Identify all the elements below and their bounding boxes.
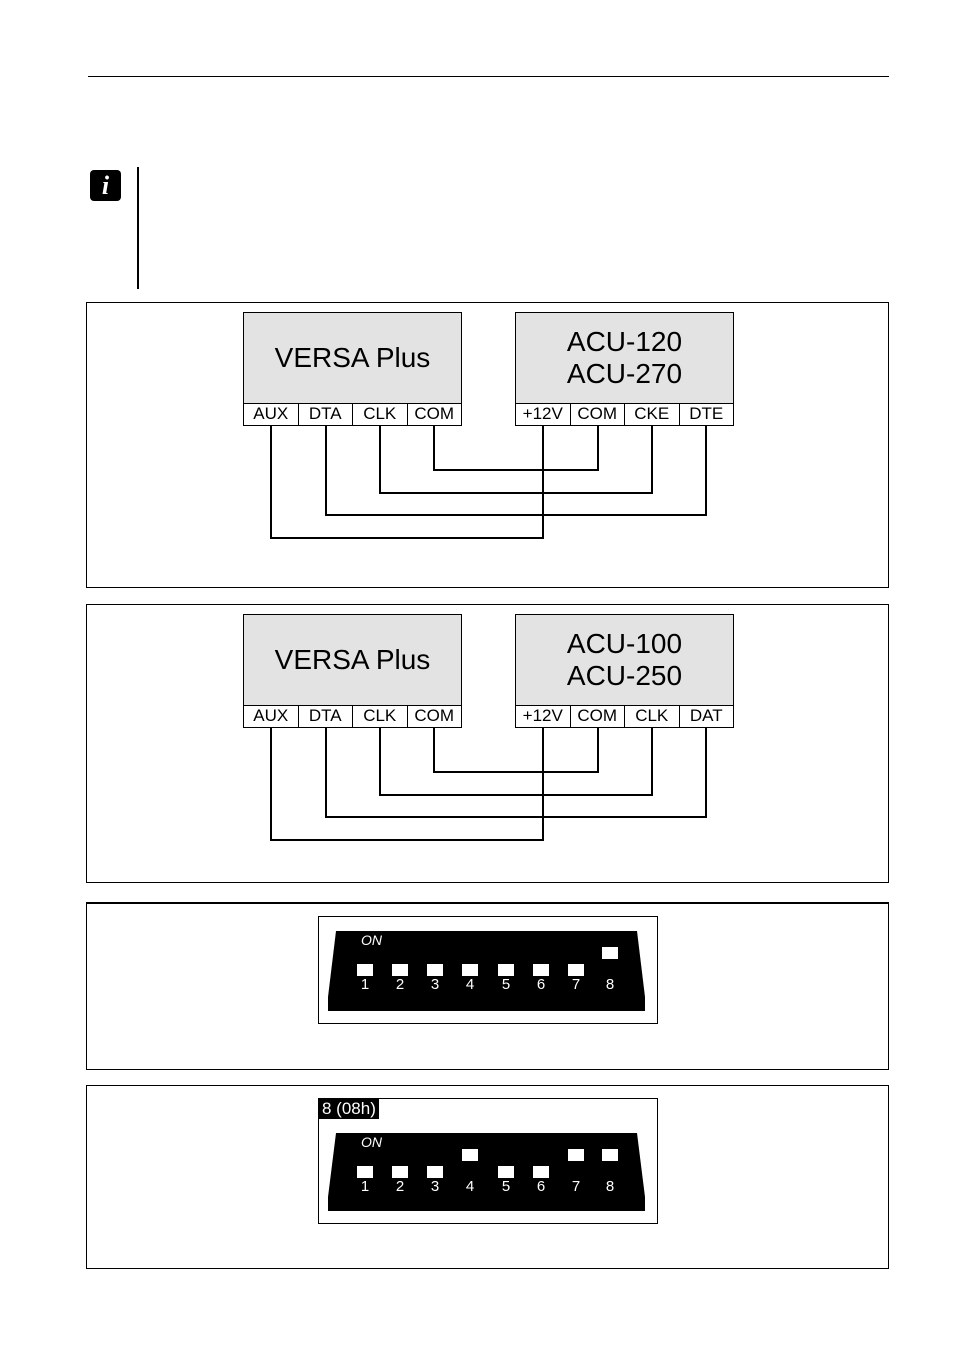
wire-dta-dte	[325, 426, 707, 516]
acu-box: ACU-120 ACU-270	[515, 312, 734, 404]
device-name-line2: ACU-250	[566, 660, 683, 691]
dip-switch-8	[602, 1149, 618, 1161]
terminal-clk: CLK	[353, 706, 408, 727]
wire-clk-clk	[379, 728, 653, 796]
versa-plus-box: VERSA Plus	[243, 614, 462, 706]
wire-clk-cke	[379, 426, 653, 494]
dip-switch-3	[427, 1166, 443, 1178]
versa-plus-box: VERSA Plus	[243, 312, 462, 404]
dip-switch-4	[462, 1149, 478, 1161]
terminal-12v: +12V	[516, 404, 571, 425]
dip-number-4: 4	[465, 1178, 475, 1195]
terminal-com: COM	[571, 404, 625, 425]
acu-box: ACU-100 ACU-250	[515, 614, 734, 706]
terminal-dte: DTE	[689, 404, 724, 423]
dip-switch-3	[427, 964, 443, 976]
dip-number-7: 7	[571, 976, 581, 993]
dip-number-3: 3	[430, 976, 440, 993]
dip-number-5: 5	[501, 1178, 511, 1195]
dip-switch-frame: ON 1 2 3 4 5 6 7 8	[318, 916, 658, 1024]
dip-number-7: 7	[571, 1178, 581, 1195]
dip-number-5: 5	[501, 976, 511, 993]
dip-switch-6	[533, 1166, 549, 1178]
wire-com-com	[433, 426, 599, 471]
dip-number-8: 8	[605, 976, 615, 993]
terminal-aux: AUX	[244, 404, 299, 425]
dip-number-3: 3	[430, 1178, 440, 1195]
wiring-lines	[270, 426, 707, 539]
dip-switch-panel-1: ON 1 2 3 4 5 6 7 8	[86, 902, 889, 1070]
dip-switch-body	[328, 1133, 645, 1211]
terminal-12v: +12V	[516, 706, 571, 727]
note-bar	[137, 167, 139, 289]
device-name: VERSA Plus	[274, 644, 431, 675]
dip-switch-5	[498, 1166, 514, 1178]
terminal-clk: CLK	[353, 404, 408, 425]
terminal-cke: CKE	[625, 404, 680, 425]
dip-switch-7	[568, 1149, 584, 1161]
wiring-diagram-acu100: VERSA Plus AUX DTA CLK COM ACU-100 ACU-2…	[86, 604, 889, 883]
terminal-dat: DAT	[689, 706, 723, 725]
dip-switch-7	[568, 964, 584, 976]
versa-terminals: AUX DTA CLK COM	[243, 403, 462, 426]
acu-terminals: +12V COM CLK DAT	[515, 705, 734, 728]
header-rule	[88, 76, 889, 77]
terminal-aux: AUX	[244, 706, 299, 727]
dip-switch-frame: 8 (08h) ON 1 2 3 4 5 6 7 8	[318, 1098, 658, 1224]
wiring-lines	[270, 728, 707, 841]
dip-switch-6	[533, 964, 549, 976]
dip-switch-8	[602, 947, 618, 959]
terminal-dta: DTA	[299, 404, 353, 425]
dip-switch-body	[328, 931, 645, 1011]
dip-switch-panel-2: 8 (08h) ON 1 2 3 4 5 6 7 8	[86, 1085, 889, 1269]
device-name-line1: ACU-100	[566, 628, 683, 659]
dip-switch-2	[392, 964, 408, 976]
wire-aux-12v	[270, 728, 544, 841]
acu-terminals: +12V COM CKE DTE	[515, 403, 734, 426]
device-name: VERSA Plus	[274, 342, 431, 373]
versa-terminals: AUX DTA CLK COM	[243, 705, 462, 728]
terminal-com: COM	[414, 404, 455, 423]
dip-number-2: 2	[395, 1178, 405, 1195]
address-label: 8 (08h)	[319, 1099, 379, 1119]
on-label: ON	[361, 1134, 382, 1150]
wire-dta-dat	[325, 728, 707, 818]
wiring-diagram-acu120: VERSA Plus AUX DTA CLK COM ACU-120 ACU-2…	[86, 302, 889, 588]
dip-switch-1	[357, 1166, 373, 1178]
device-name-line2: ACU-270	[566, 358, 683, 389]
dip-number-1: 1	[360, 1178, 370, 1195]
dip-switch-1	[357, 964, 373, 976]
dip-switch-5	[498, 964, 514, 976]
wire-aux-12v	[270, 426, 544, 539]
dip-number-6: 6	[536, 1178, 546, 1195]
info-icon: i	[90, 170, 121, 201]
terminal-dta: DTA	[299, 706, 353, 727]
dip-number-2: 2	[395, 976, 405, 993]
dip-switch-4	[462, 964, 478, 976]
on-label: ON	[361, 932, 382, 948]
dip-number-8: 8	[605, 1178, 615, 1195]
dip-number-6: 6	[536, 976, 546, 993]
terminal-com: COM	[571, 706, 625, 727]
terminal-clk: CLK	[625, 706, 680, 727]
wire-com-com	[433, 728, 599, 773]
dip-switch-2	[392, 1166, 408, 1178]
device-name-line1: ACU-120	[566, 326, 683, 357]
dip-number-1: 1	[360, 976, 370, 993]
terminal-com: COM	[414, 706, 455, 725]
dip-number-4: 4	[465, 976, 475, 993]
